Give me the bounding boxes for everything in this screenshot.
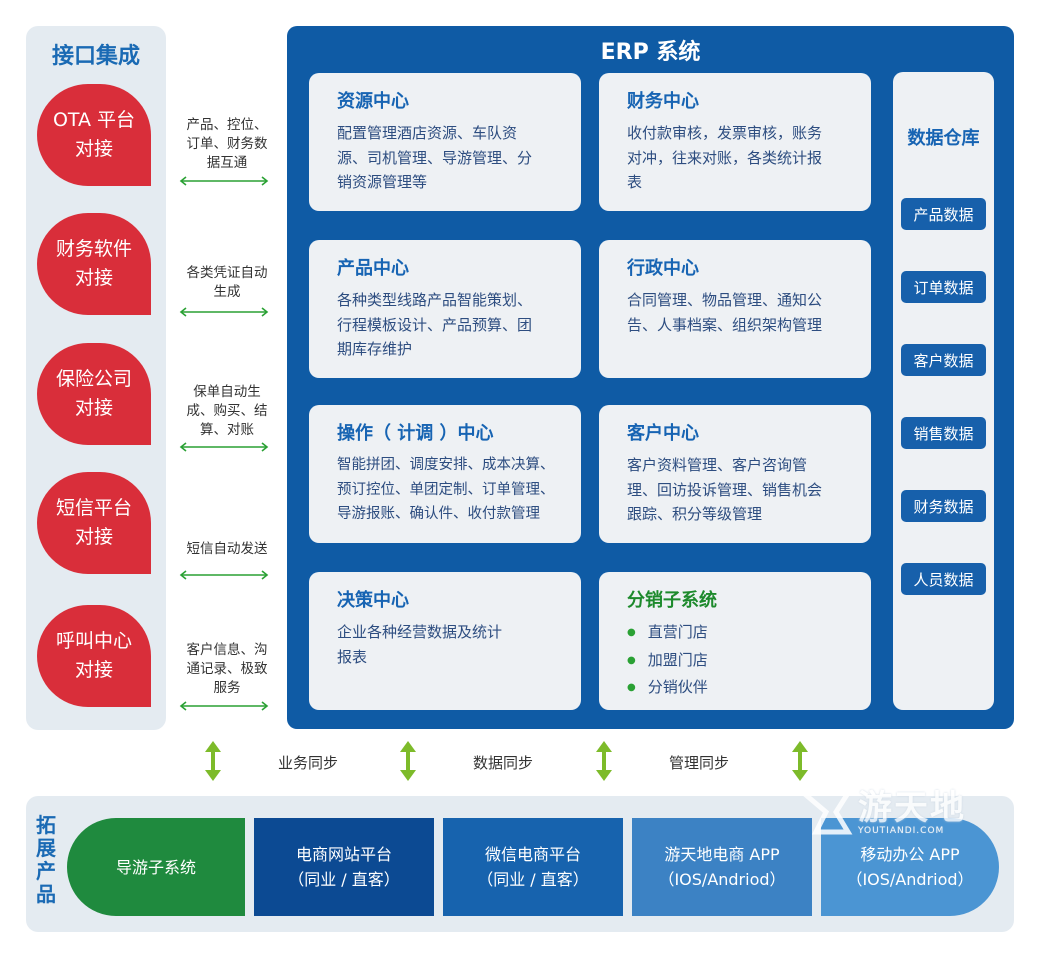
data-item-sales: 销售数据 — [901, 417, 986, 449]
card-line: 源、司机管理、导游管理、分 — [337, 148, 533, 167]
ext-label: 导游子系统 — [115, 857, 196, 877]
ext-sublabel: （IOS/Andriod） — [658, 870, 786, 889]
data-item-finance: 财务数据 — [901, 490, 986, 522]
integration-item-sublabel: 对接 — [74, 138, 113, 160]
double-arrow-icon — [179, 307, 269, 317]
card-resource-center: 资源中心 配置管理酒店资源、车队资 源、司机管理、导游管理、分 销资源管理等 — [309, 73, 581, 211]
logo-watermark-icon — [796, 787, 854, 835]
ext-ecommerce-site: 电商网站平台 （同业 / 直客） — [254, 818, 434, 916]
card-line: 跟踪、积分等级管理 — [627, 505, 763, 523]
integration-item-sms: 短信平台 对接 — [37, 472, 151, 574]
data-item-product: 产品数据 — [901, 198, 986, 230]
card-product-center: 产品中心 各种类型线路产品智能策划、 行程模板设计、产品预算、团 期库存维护 — [309, 240, 581, 378]
card-line: 报表 — [337, 647, 368, 666]
card-title: 分销子系统 — [627, 590, 717, 611]
double-arrow-icon — [179, 701, 269, 711]
integration-item-ota: OTA 平台 对接 — [37, 84, 151, 186]
data-item-customer: 客户数据 — [901, 344, 986, 376]
list-item: 加盟门店 — [627, 648, 847, 676]
integration-item-label: 短信平台 — [55, 497, 132, 519]
card-title: 客户中心 — [627, 423, 699, 444]
card-line: 导游报账、确认件、收付款管理 — [337, 506, 540, 522]
integration-item-finance-software: 财务软件 对接 — [37, 213, 151, 315]
watermark-name: 游天地 — [858, 788, 966, 828]
integration-desc: 客户信息、沟通记录、极致服务 — [186, 642, 268, 696]
ext-wechat-ecommerce: 微信电商平台 （同业 / 直客） — [443, 818, 623, 916]
ext-sublabel: （同业 / 直客） — [288, 870, 400, 889]
double-arrow-icon — [179, 570, 269, 580]
card-line: 销资源管理等 — [337, 173, 428, 191]
integration-item-label: 保险公司 — [55, 368, 132, 390]
card-finance-center: 财务中心 收付款审核，发票审核，账务 对冲，往来对账，各类统计报 表 — [599, 73, 871, 211]
double-arrow-icon — [179, 442, 269, 452]
card-title: 产品中心 — [337, 258, 409, 279]
card-admin-center: 行政中心 合同管理、物品管理、通知公 告、人事档案、组织架构管理 — [599, 240, 871, 378]
ext-sublabel: （同业 / 直客） — [477, 870, 589, 889]
vertical-double-arrow-icon — [400, 741, 416, 781]
card-line: 客户资料管理、客户咨询管 — [627, 456, 808, 474]
ext-mobile-office-app: 移动办公 APP （IOS/Andriod） — [821, 818, 999, 916]
card-title: 操作（ 计调 ）中心 — [337, 423, 494, 444]
watermark-url: YOUTIANDI.COM — [858, 826, 945, 836]
ext-label: 电商网站平台 — [295, 845, 392, 864]
card-line: 理、回访投诉管理、销售机会 — [627, 480, 823, 499]
card-line: 告、人事档案、组织架构管理 — [627, 315, 823, 334]
integration-item-label: 呼叫中心 — [55, 630, 132, 652]
ext-guide-subsystem: 导游子系统 — [67, 818, 245, 916]
ext-label: 移动办公 APP — [860, 845, 960, 864]
card-line: 合同管理、物品管理、通知公 — [627, 291, 823, 309]
card-line: 智能拼团、调度安排、成本决算、 — [337, 457, 555, 473]
card-title: 决策中心 — [337, 590, 409, 611]
integration-desc: 各类凭证自动生成 — [186, 265, 268, 300]
integration-item-sublabel: 对接 — [74, 397, 113, 419]
distribution-list: 直营门店 加盟门店 分销伙伴 — [627, 620, 847, 703]
erp-title: ERP 系统 — [600, 40, 701, 65]
card-distribution-subsystem: 分销子系统 直营门店 加盟门店 分销伙伴 — [599, 572, 871, 710]
data-warehouse-title: 数据仓库 — [907, 128, 980, 149]
integration-item-call-center: 呼叫中心 对接 — [37, 605, 151, 707]
card-customer-center: 客户中心 客户资料管理、客户咨询管 理、回访投诉管理、销售机会 跟踪、积分等级管… — [599, 405, 871, 543]
integration-item-sublabel: 对接 — [74, 659, 113, 681]
card-line: 预订控位、单团定制、订单管理、 — [337, 481, 555, 498]
ext-label: 微信电商平台 — [484, 845, 581, 864]
data-item-order: 订单数据 — [901, 271, 986, 303]
card-line: 各种类型线路产品智能策划、 — [337, 291, 533, 309]
extension-title: 拓展产品 — [36, 813, 56, 906]
card-line: 配置管理酒店资源、车队资 — [337, 124, 518, 142]
integration-item-label: OTA 平台 — [52, 109, 136, 131]
integration-title: 接口集成 — [51, 44, 140, 69]
card-line: 表 — [627, 173, 643, 191]
card-decision-center: 决策中心 企业各种经营数据及统计 报表 — [309, 572, 581, 710]
card-line: 行程模板设计、产品预算、团 — [337, 315, 533, 334]
card-line: 对冲，往来对账，各类统计报 — [627, 148, 823, 167]
integration-item-label: 财务软件 — [55, 238, 132, 260]
ext-label: 游天地电商 APP — [664, 845, 780, 864]
sync-label-data: 数据同步 — [473, 754, 534, 772]
card-line: 收付款审核，发票审核，账务 — [627, 124, 823, 142]
integration-item-sublabel: 对接 — [74, 526, 113, 548]
vertical-double-arrow-icon — [205, 741, 221, 781]
list-item: 分销伙伴 — [627, 675, 847, 703]
vertical-double-arrow-icon — [792, 741, 808, 781]
integration-item-sublabel: 对接 — [74, 267, 113, 289]
ext-youtiandi-app: 游天地电商 APP （IOS/Andriod） — [632, 818, 812, 916]
card-title: 行政中心 — [627, 258, 699, 279]
vertical-double-arrow-icon — [596, 741, 612, 781]
list-item: 直营门店 — [627, 620, 847, 648]
integration-item-insurance: 保险公司 对接 — [37, 343, 151, 445]
card-title: 财务中心 — [627, 91, 699, 112]
sync-label-business: 业务同步 — [278, 754, 339, 772]
data-item-personnel: 人员数据 — [901, 563, 986, 595]
sync-label-management: 管理同步 — [669, 754, 730, 772]
ext-sublabel: （IOS/Andriod） — [846, 870, 974, 889]
double-arrow-icon — [179, 176, 269, 186]
integration-desc: 短信自动发送 — [186, 541, 268, 557]
integration-desc: 保单自动生成、购买、结算、对账 — [186, 384, 268, 438]
data-warehouse-panel — [893, 72, 994, 710]
card-line: 企业各种经营数据及统计 — [337, 623, 503, 641]
card-operation-center: 操作（ 计调 ）中心 智能拼团、调度安排、成本决算、 预订控位、单团定制、订单管… — [309, 405, 581, 543]
card-title: 资源中心 — [337, 91, 409, 112]
card-line: 期库存维护 — [337, 340, 413, 358]
integration-desc: 产品、控位、订单、财务数据互通 — [186, 117, 268, 171]
